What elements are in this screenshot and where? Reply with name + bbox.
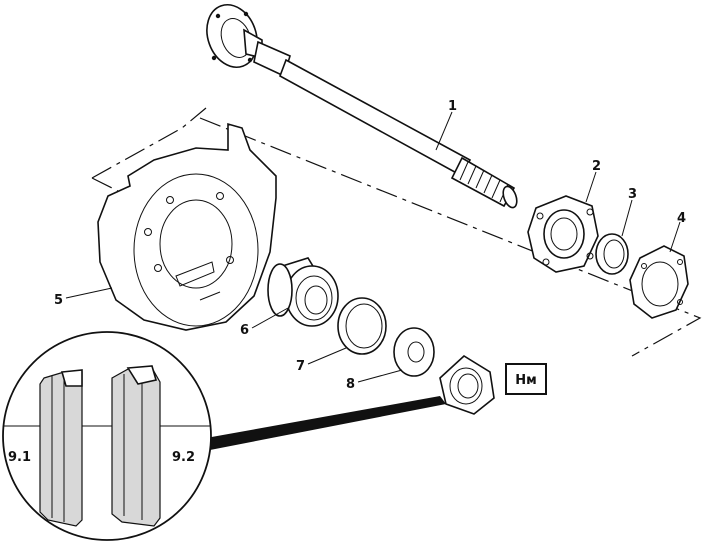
zoom-pointer <box>206 396 446 450</box>
callout-9-2: 9.2 <box>172 450 195 465</box>
axle-nut <box>439 355 495 415</box>
bearing-ring <box>337 297 387 355</box>
callout-1: 1 <box>448 99 457 114</box>
backing-plate <box>97 122 277 331</box>
torque-badge <box>505 363 547 395</box>
callout-2: 2 <box>592 159 601 174</box>
lock-ring <box>595 233 629 275</box>
wheel-bearing <box>267 257 339 327</box>
callout-5: 5 <box>54 293 63 308</box>
callout-4: 4 <box>677 211 686 226</box>
callout-8: 8 <box>346 377 355 392</box>
assembly-dashed-outline <box>91 107 702 357</box>
torque-badge-label: Нм <box>515 373 537 388</box>
callout-3: 3 <box>628 187 637 202</box>
callout-7: 7 <box>296 359 305 374</box>
magnifier-detail <box>2 331 212 541</box>
callout-9-1: 9.1 <box>8 450 31 465</box>
axle-shaft <box>206 4 518 209</box>
callout-labels: 1 2 3 4 5 6 7 8 9.1 9.2 Нм <box>8 99 686 465</box>
gasket <box>629 245 689 319</box>
washer <box>393 327 435 377</box>
retainer-plate <box>527 195 599 273</box>
callout-6: 6 <box>240 323 249 338</box>
